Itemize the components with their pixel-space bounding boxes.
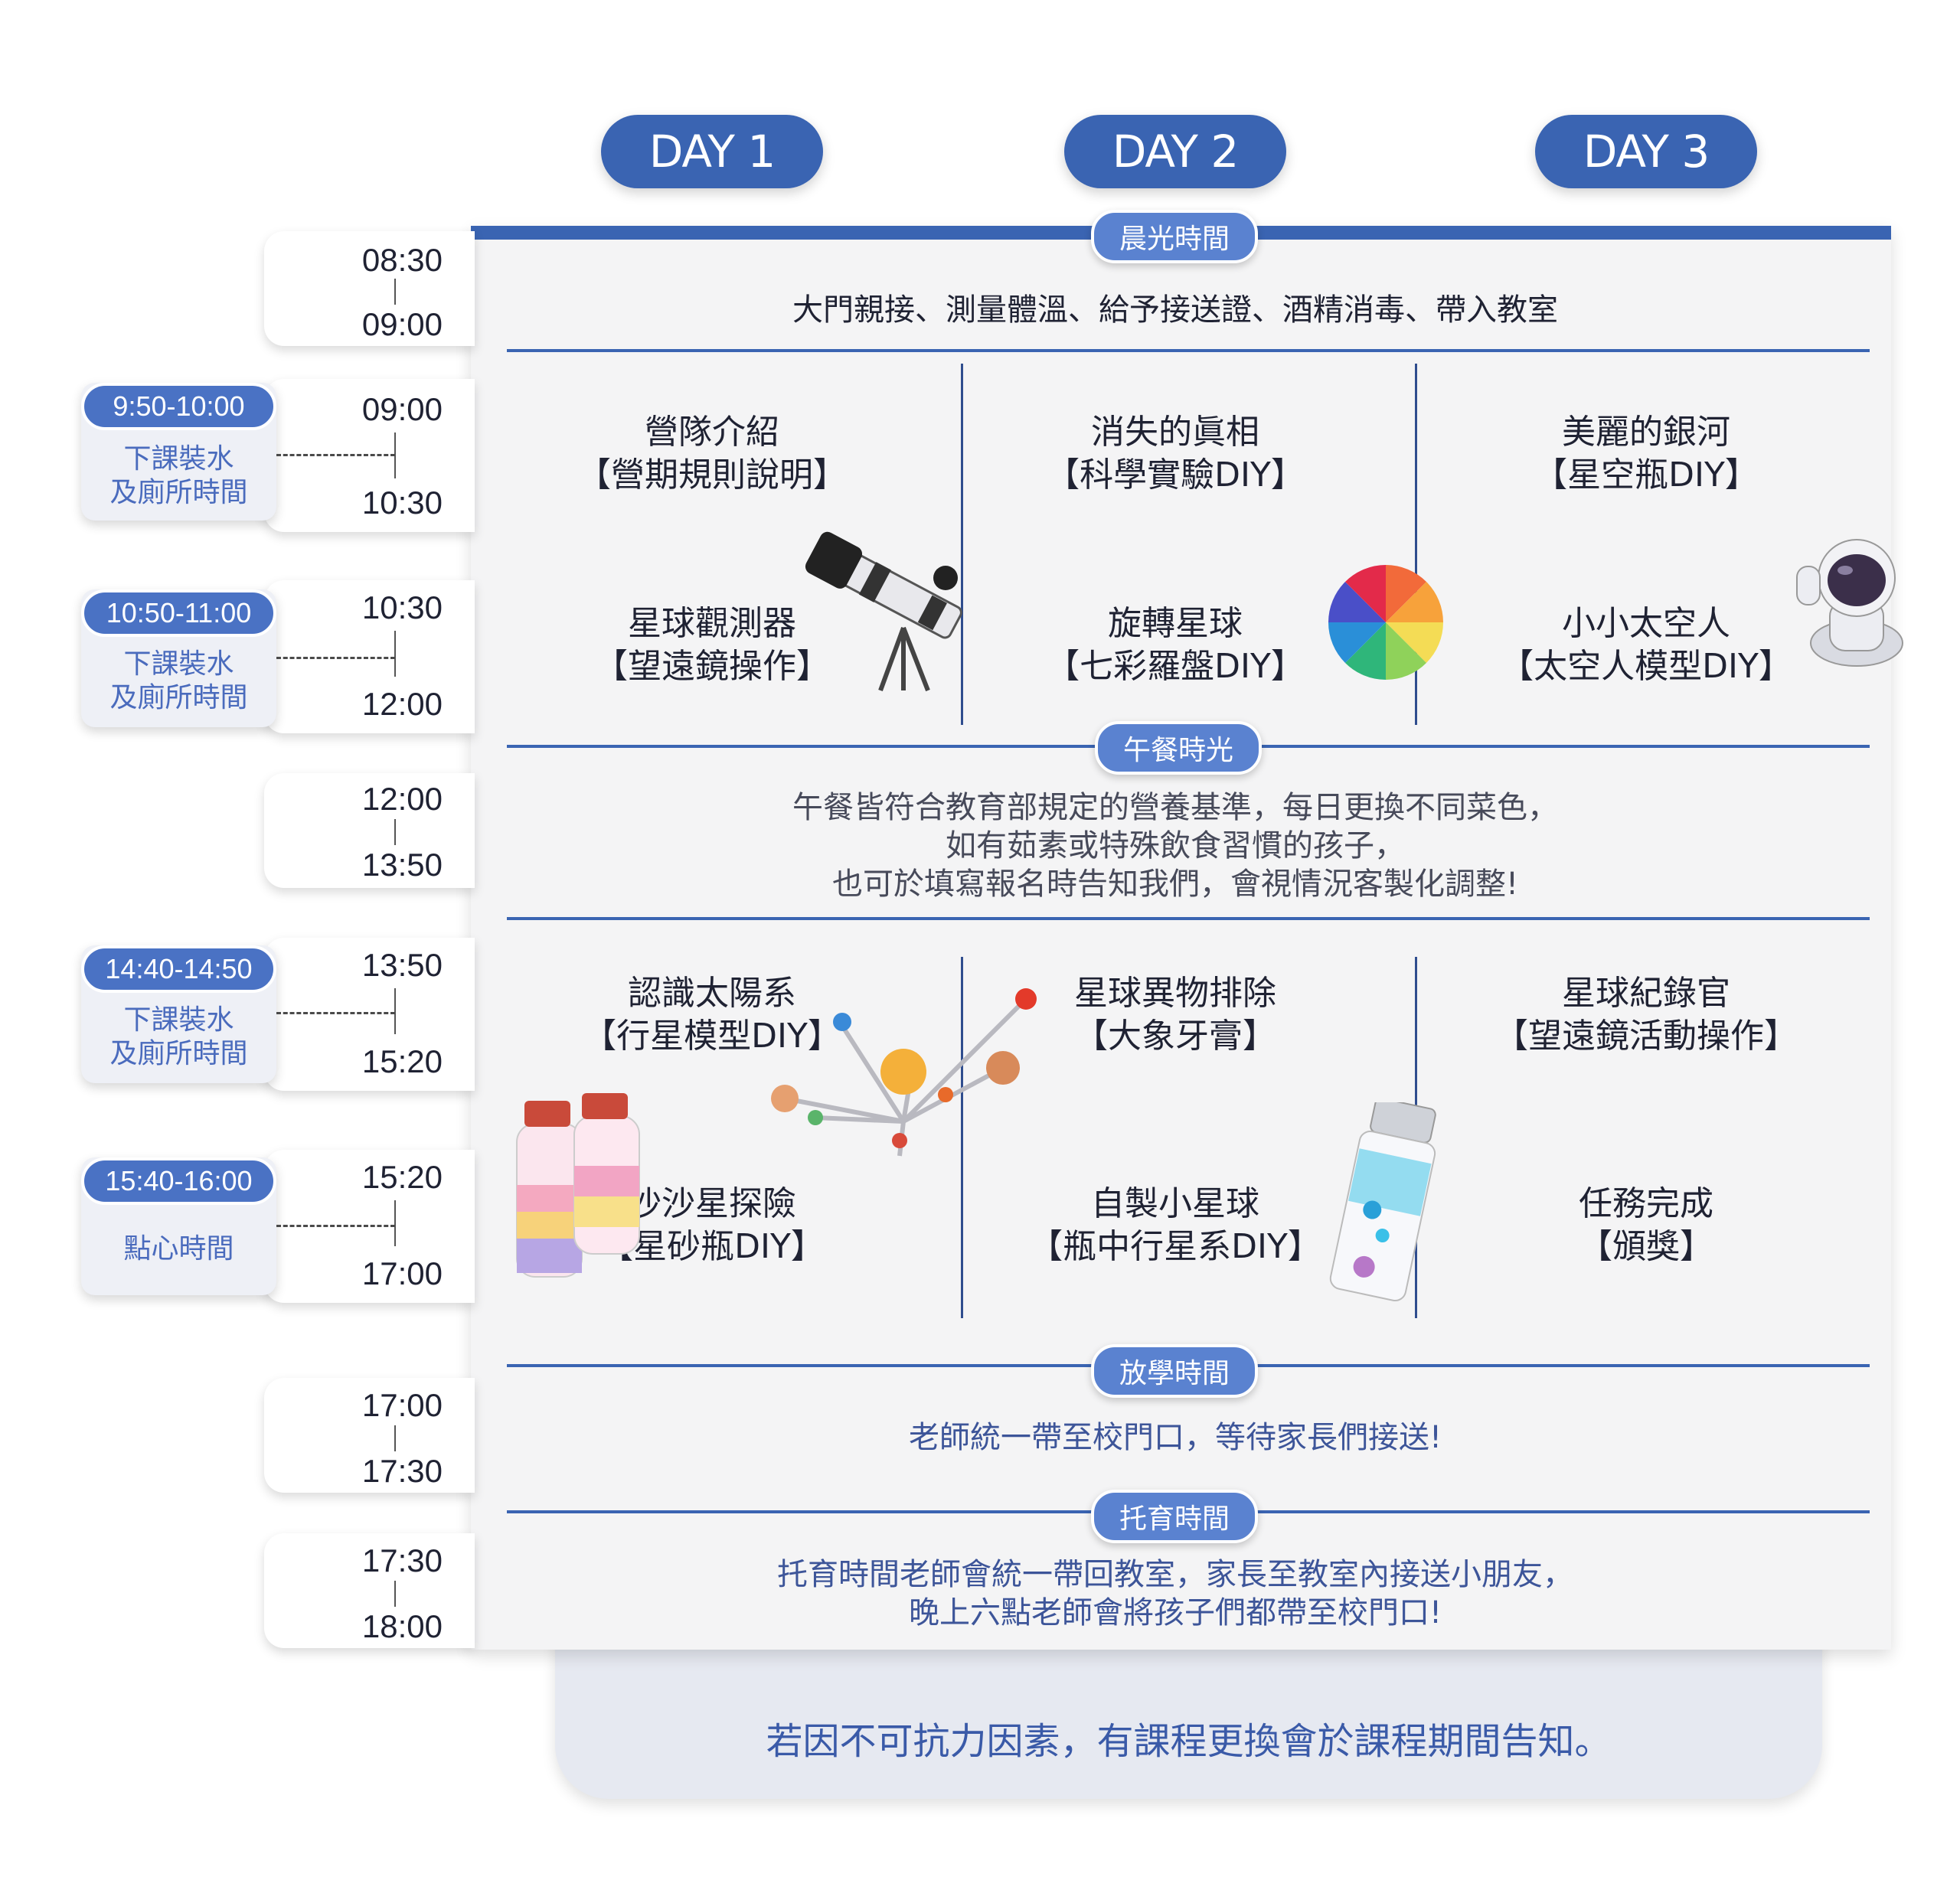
break-label: 下課裝水及廁所時間 xyxy=(109,648,248,713)
tick xyxy=(394,1200,396,1246)
tick xyxy=(394,1425,396,1451)
connector-line xyxy=(276,454,395,456)
connector-line xyxy=(276,1012,395,1014)
time-end: 15:20 xyxy=(361,1043,443,1079)
tick xyxy=(394,1581,396,1607)
tick xyxy=(394,819,396,845)
time-slot: 13:50 15:20 xyxy=(264,938,475,1091)
break-card: 14:40-14:50 下課裝水及廁所時間 xyxy=(81,945,276,1083)
time-end: 13:50 xyxy=(361,847,443,883)
tick xyxy=(394,432,396,478)
time-end: 18:00 xyxy=(361,1608,443,1644)
solar-system-model-icon xyxy=(771,988,1037,1157)
break-label: 下課裝水及廁所時間 xyxy=(109,443,248,508)
time-start: 08:30 xyxy=(361,242,443,278)
time-start: 17:30 xyxy=(361,1542,443,1578)
column-divider xyxy=(961,364,963,725)
time-start: 15:20 xyxy=(361,1159,443,1195)
time-end: 17:00 xyxy=(361,1255,443,1291)
activity-day2-b: 旋轉星球【七彩羅盤DIY】 xyxy=(1046,604,1305,686)
activity-day2-d: 自製小星球【瓶中行星系DIY】 xyxy=(1029,1184,1321,1266)
time-end: 10:30 xyxy=(361,485,443,521)
day2-header: DAY 2 xyxy=(1064,115,1286,188)
note-card: 若因不可抗力因素，有課程更換會於課程期間告知。 xyxy=(555,1627,1822,1799)
dismissal-text: 老師統一帶至校門口，等待家長們接送! xyxy=(908,1420,1442,1455)
break-time: 14:40-14:50 xyxy=(81,945,276,993)
time-end: 09:00 xyxy=(361,306,443,342)
time-start: 10:30 xyxy=(361,589,443,625)
morning-label: 晨光時間 xyxy=(1091,210,1258,263)
activity-day3-b: 小小太空人【太空人模型DIY】 xyxy=(1500,604,1792,686)
galaxy-bottle-icon xyxy=(1329,1102,1436,1302)
daycare-text: 托育時間老師會統一帶回教室，家長至教室內接送小朋友， 晚上六點老師會將孩子們都帶… xyxy=(777,1557,1573,1630)
time-start: 12:00 xyxy=(361,781,443,817)
schedule-panel xyxy=(471,226,1891,1650)
activity-day3-d: 任務完成【頒獎】 xyxy=(1579,1184,1713,1266)
telescope-icon xyxy=(805,531,962,692)
break-card: 9:50-10:00 下課裝水及廁所時間 xyxy=(81,383,276,521)
schedule-change-note: 若因不可抗力因素，有課程更換會於課程期間告知。 xyxy=(766,1720,1612,1763)
dismissal-label: 放學時間 xyxy=(1091,1344,1258,1398)
activity-day2-a: 消失的眞相【科學實驗DIY】 xyxy=(1046,413,1305,495)
time-slot: 12:00 13:50 xyxy=(264,773,475,888)
connector-line xyxy=(276,1225,395,1227)
tick xyxy=(394,631,396,677)
tick xyxy=(394,279,396,305)
time-slot: 17:30 18:00 xyxy=(264,1533,475,1648)
break-time: 9:50-10:00 xyxy=(81,383,276,430)
day1-header: DAY 1 xyxy=(601,115,823,188)
time-start: 09:00 xyxy=(361,391,443,427)
time-start: 17:00 xyxy=(361,1387,443,1423)
break-label: 點心時間 xyxy=(123,1233,234,1265)
divider xyxy=(507,349,1870,352)
sand-bottle-icon xyxy=(516,1093,640,1278)
activity-day3-a: 美麗的銀河【星空瓶DIY】 xyxy=(1534,413,1759,495)
activity-day2-c: 星球異物排除【大象牙膏】 xyxy=(1074,974,1276,1056)
time-end: 12:00 xyxy=(361,686,443,722)
tick xyxy=(394,988,396,1034)
connector-line xyxy=(276,657,395,659)
column-divider xyxy=(961,957,963,1318)
break-card: 15:40-16:00 點心時間 xyxy=(81,1157,276,1295)
astronaut-icon xyxy=(1796,539,1903,667)
lunch-text: 午餐皆符合教育部規定的營養基準，每日更換不同菜色， 如有茹素或特殊飲食習慣的孩子… xyxy=(792,790,1558,902)
time-slot: 08:30 09:00 xyxy=(264,231,475,346)
day3-header: DAY 3 xyxy=(1535,115,1757,188)
time-start: 13:50 xyxy=(361,947,443,983)
break-time: 15:40-16:00 xyxy=(81,1157,276,1205)
time-end: 17:30 xyxy=(361,1453,443,1489)
activity-day1-b: 星球觀測器【望遠鏡操作】 xyxy=(594,604,830,686)
break-time: 10:50-11:00 xyxy=(81,589,276,637)
column-divider xyxy=(1415,364,1417,725)
color-wheel-icon xyxy=(1328,565,1443,680)
activity-day3-c: 星球紀錄官【望遠鏡活動操作】 xyxy=(1494,974,1798,1056)
break-card: 10:50-11:00 下課裝水及廁所時間 xyxy=(81,589,276,727)
divider xyxy=(507,917,1870,920)
daycare-label: 托育時間 xyxy=(1091,1490,1258,1543)
lunch-label: 午餐時光 xyxy=(1095,721,1262,775)
morning-text: 大門親接、測量體溫、給予接送證、酒精消毒、帶入教室 xyxy=(792,292,1558,328)
activity-day1-a: 營隊介紹【營期規則說明】 xyxy=(577,413,847,495)
break-label: 下課裝水及廁所時間 xyxy=(109,1004,248,1069)
activity-day1-c: 認識太陽系【行星模型DIY】 xyxy=(583,974,841,1056)
time-slot: 17:00 17:30 xyxy=(264,1378,475,1493)
